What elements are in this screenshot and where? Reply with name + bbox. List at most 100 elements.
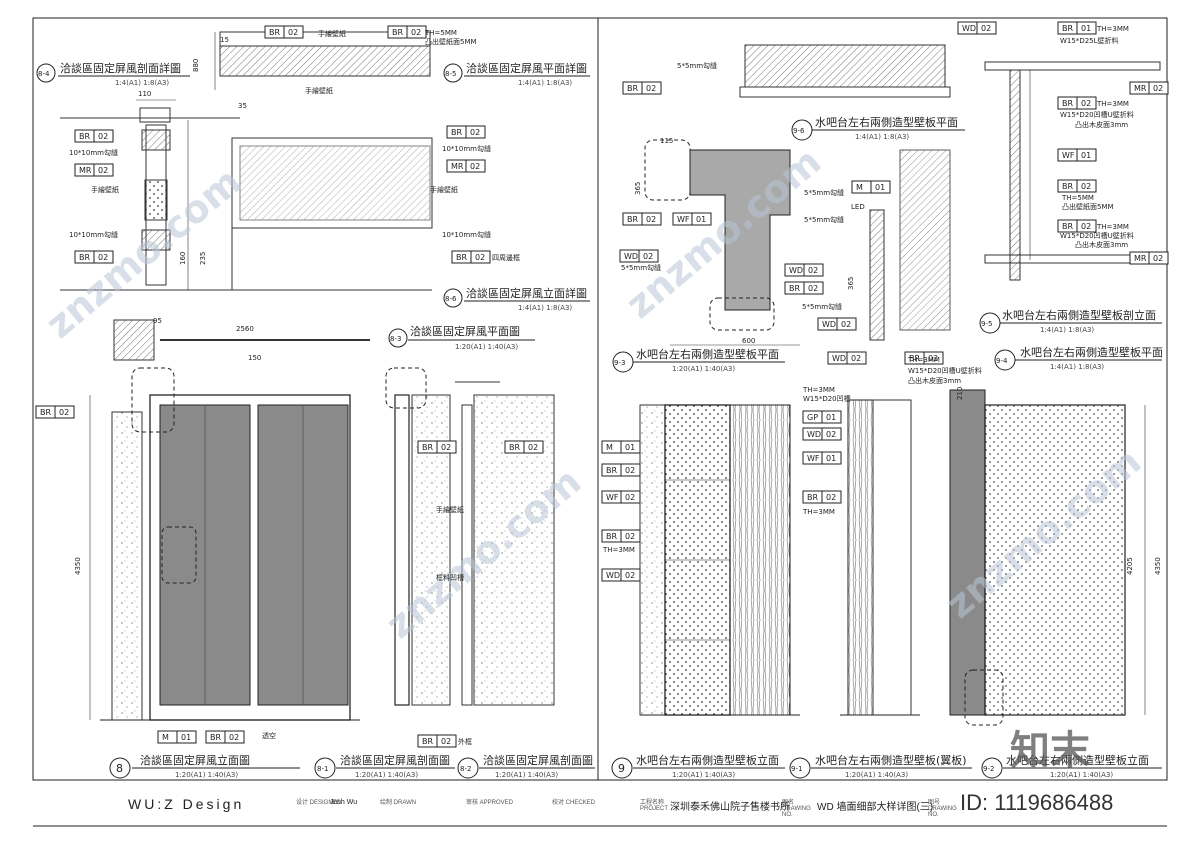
svg-text:W15*D20凹槽U壁折料: W15*D20凹槽U壁折料 [1060, 110, 1134, 119]
svg-text:8-5: 8-5 [445, 70, 456, 78]
svg-text:水吧台左右兩側造型壁板剖立面: 水吧台左右兩側造型壁板剖立面 [1002, 308, 1156, 322]
svg-text:BR: BR [606, 532, 617, 541]
svg-text:W15*D20凹槽: W15*D20凹槽 [803, 394, 851, 403]
svg-text:9-4: 9-4 [996, 357, 1008, 365]
svg-text:02: 02 [625, 466, 635, 475]
svg-text:GP: GP [807, 413, 818, 422]
svg-text:210: 210 [956, 387, 964, 400]
title-8-2: 8-2 洽談區固定屏風剖面圖 1:20(A1) 1:40(A3) [457, 753, 595, 779]
svg-text:01: 01 [1081, 151, 1091, 160]
svg-text:TH=3MM: TH=3MM [802, 508, 835, 516]
svg-text:10*10mm勾縫: 10*10mm勾縫 [69, 230, 118, 239]
svg-text:02: 02 [470, 128, 480, 137]
svg-text:1:20(A1) 1:40(A3): 1:20(A1) 1:40(A3) [495, 771, 558, 779]
svg-text:9-5: 9-5 [981, 320, 992, 328]
svg-text:1:4(A1) 1:8(A3): 1:4(A1) 1:8(A3) [518, 304, 572, 312]
designed-label: 设计 DESIGNED [296, 800, 342, 806]
title-9-4: 9-4 水吧台左右兩側造型壁板平面 1:4(A1) 1:8(A3) [994, 345, 1163, 371]
svg-text:BR: BR [392, 28, 403, 37]
svg-text:WF: WF [807, 454, 820, 463]
svg-text:TH=3MM: TH=3MM [1096, 25, 1129, 33]
svg-text:4205: 4205 [1126, 557, 1134, 575]
number-label: 图号 DRAWING NO. [928, 800, 957, 818]
svg-text:02: 02 [441, 737, 451, 746]
svg-text:凸出壁紙面5MM: 凸出壁紙面5MM [1062, 202, 1114, 211]
svg-text:BR: BR [422, 443, 433, 452]
svg-text:WF: WF [677, 215, 690, 224]
title-9-2: 9-2 水吧台左右兩側造型壁板立面 1:20(A1) 1:40(A3) [981, 753, 1162, 779]
svg-text:M: M [162, 733, 169, 742]
title-8: 8 洽談區固定屏風立面圖 1:20(A1) 1:40(A3) [109, 753, 300, 779]
svg-text:8: 8 [116, 762, 123, 775]
svg-text:BR: BR [627, 215, 638, 224]
approved-label: 审核 APPROVED [466, 800, 514, 806]
svg-text:110: 110 [138, 90, 151, 98]
svg-text:02: 02 [928, 354, 938, 363]
svg-text:02: 02 [808, 266, 818, 275]
svg-text:1:20(A1) 1:40(A3): 1:20(A1) 1:40(A3) [845, 771, 908, 779]
svg-text:01: 01 [625, 443, 635, 452]
svg-text:洽談區固定屏風立面圖: 洽談區固定屏風立面圖 [140, 753, 250, 767]
notes-left: TH=5MM 凸出壁紙面5MM 手繪壁紙 手繪壁紙 10*10mm勾縫 10*1… [69, 29, 520, 746]
section-8-1 [385, 367, 451, 706]
svg-text:BR: BR [451, 128, 462, 137]
checked-label: 校对 CHECKED [552, 800, 596, 806]
svg-text:水吧台左右兩側造型壁板立面: 水吧台左右兩側造型壁板立面 [636, 753, 779, 767]
elevation-8 [89, 319, 370, 721]
svg-text:880: 880 [192, 59, 200, 72]
svg-text:BR: BR [1062, 182, 1073, 191]
svg-text:BR: BR [422, 737, 433, 746]
svg-text:01: 01 [696, 215, 706, 224]
svg-text:LED: LED [851, 203, 865, 211]
svg-text:手繪壁紙: 手繪壁紙 [305, 86, 333, 95]
svg-text:02: 02 [98, 132, 108, 141]
svg-text:115: 115 [660, 137, 673, 145]
elevation-9 [639, 404, 800, 716]
svg-text:02: 02 [625, 493, 635, 502]
svg-text:9: 9 [618, 762, 625, 775]
svg-text:01: 01 [181, 733, 191, 742]
svg-text:水吧台左右兩側造型壁板平面: 水吧台左右兩側造型壁板平面 [815, 115, 958, 129]
title-8-4: 8-4 洽談區固定屏風剖面詳圖 1:4(A1) 1:8(A3) [36, 61, 190, 87]
title-9-5: 9-5 水吧台左右兩側造型壁板剖立面 1:4(A1) 1:8(A3) [979, 308, 1162, 334]
id-number: ID: 1119686488 [960, 790, 1114, 815]
svg-text:WD: WD [789, 266, 803, 275]
drawing-name: WD 墙面细部大样详图(三) [817, 802, 934, 813]
svg-text:95: 95 [153, 317, 162, 325]
svg-text:水吧台左右兩側造型壁板立面: 水吧台左右兩側造型壁板立面 [1006, 753, 1149, 767]
svg-text:02: 02 [1081, 99, 1091, 108]
svg-text:02: 02 [98, 166, 108, 175]
svg-text:01: 01 [826, 454, 836, 463]
title-9-3: 9-3 水吧台左右兩側造型壁板平面 1:20(A1) 1:40(A3) [612, 347, 785, 373]
svg-text:01: 01 [875, 183, 885, 192]
svg-text:02: 02 [826, 493, 836, 502]
svg-text:MR: MR [1134, 254, 1147, 263]
drawn-label: 绘制 DRAWN [380, 800, 417, 806]
svg-text:TH=3MM: TH=3MM [1096, 223, 1129, 231]
svg-text:洽談區固定屏風平面圖: 洽談區固定屏風平面圖 [410, 324, 520, 338]
title-8-6: 8-6 洽談區固定屏風立面詳圖 1:4(A1) 1:8(A3) [443, 286, 590, 312]
svg-text:160: 160 [179, 252, 187, 265]
svg-text:01: 01 [826, 413, 836, 422]
svg-text:WF: WF [606, 493, 619, 502]
svg-text:WD: WD [807, 430, 821, 439]
svg-text:02: 02 [643, 252, 653, 261]
svg-text:02: 02 [646, 215, 656, 224]
svg-text:BR: BR [1062, 222, 1073, 231]
svg-text:1:20(A1) 1:40(A3): 1:20(A1) 1:40(A3) [1050, 771, 1113, 779]
